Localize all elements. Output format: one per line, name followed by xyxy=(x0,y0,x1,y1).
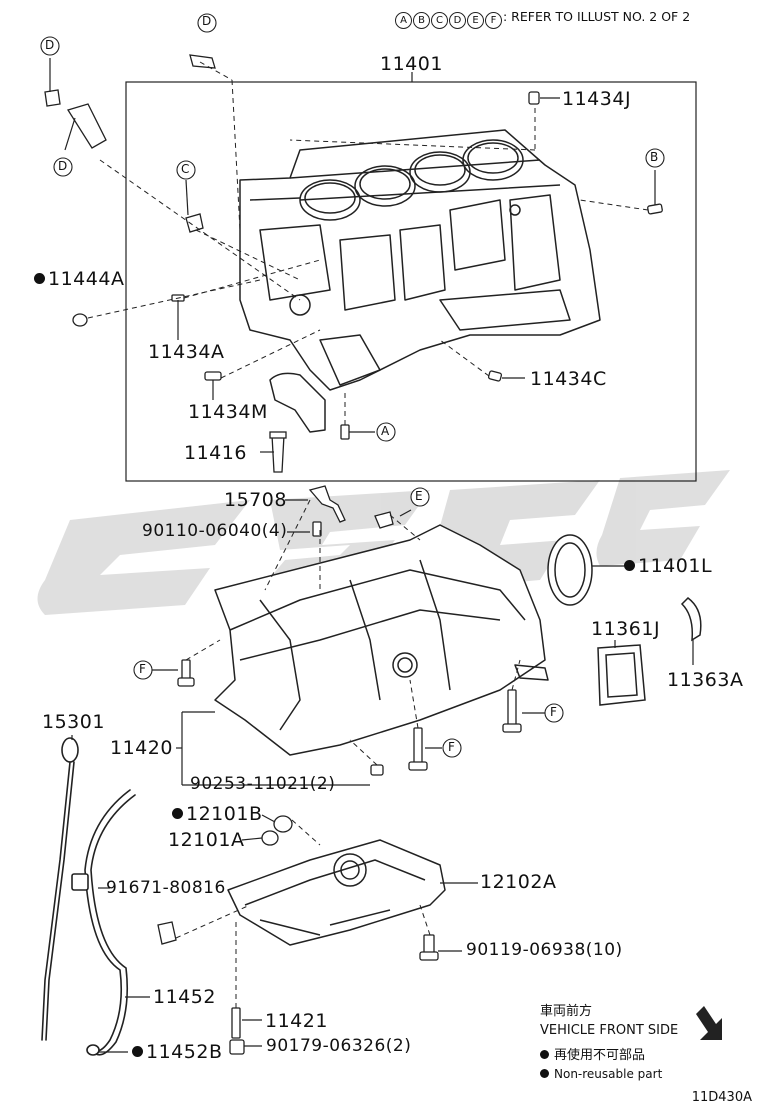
callout-a: A xyxy=(381,424,390,438)
label-12101a: 12101A xyxy=(168,829,245,851)
ref-circle-b: B xyxy=(413,12,430,29)
dipstick-drawing xyxy=(41,737,136,1056)
oil-pan-upper-drawing xyxy=(214,524,549,756)
label-11434a: 11434A xyxy=(148,341,225,363)
ref-circle-d: D xyxy=(449,12,466,29)
cylinder-block-drawing xyxy=(239,129,601,433)
label-90119-06938: 90119-06938(10) xyxy=(466,940,623,960)
label-91671-80816: 91671-80816 xyxy=(106,878,226,898)
ref-circle-c: C xyxy=(431,12,448,29)
ref-circle-f: F xyxy=(485,12,502,29)
label-11421: 11421 xyxy=(265,1010,328,1032)
ref-circle-e: E xyxy=(467,12,484,29)
label-11444a: 11444A xyxy=(34,270,124,289)
label-11401l: 11401L xyxy=(624,557,712,576)
label-12101b: 12101B xyxy=(172,805,262,824)
label-15708: 15708 xyxy=(224,489,287,511)
ref-circle-a: A xyxy=(395,12,412,29)
non-reusable-cn: 再使用不可部品 xyxy=(540,1049,645,1062)
callout-d-lower: D xyxy=(58,159,68,173)
label-90253-11021: 90253-11021(2) xyxy=(190,774,336,794)
label-12102a: 12102A xyxy=(480,871,557,893)
callout-c: C xyxy=(181,162,190,176)
cylinder-block-group-box xyxy=(125,81,697,482)
callout-f-mid: F xyxy=(448,740,456,754)
callout-f-right: F xyxy=(550,705,558,719)
non-reusable-en: Non-reusable part xyxy=(540,1068,662,1080)
label-15301: 15301 xyxy=(42,711,105,733)
label-11416: 11416 xyxy=(184,442,247,464)
lower-bolts xyxy=(157,485,522,1055)
label-90110-06040: 90110-06040(4) xyxy=(142,521,288,541)
upper-solid-leaders xyxy=(49,58,656,453)
vehicle-front-arrow-icon xyxy=(696,1006,722,1040)
illustration-code: 11D430A xyxy=(691,1090,752,1105)
label-11361j: 11361J xyxy=(591,618,661,640)
label-11434c: 11434C xyxy=(530,368,607,390)
callout-f-left: F xyxy=(139,662,147,676)
label-90179-06326: 90179-06326(2) xyxy=(266,1036,412,1056)
label-11452: 11452 xyxy=(153,986,216,1008)
callout-e: E xyxy=(415,489,424,503)
upper-leader-lines xyxy=(87,61,649,425)
vehicle-front-en: VEHICLE FRONT SIDE xyxy=(540,1023,679,1038)
label-11434j: 11434J xyxy=(562,88,632,110)
upper-small-parts xyxy=(44,54,663,473)
callout-circles xyxy=(40,13,665,758)
label-11434m: 11434M xyxy=(188,401,268,423)
reference-text: : REFER TO ILLUST NO. 2 OF 2 xyxy=(503,9,691,24)
lower-leader-lines xyxy=(175,499,521,1008)
label-11363a: 11363A xyxy=(667,669,744,691)
callout-b: B xyxy=(650,150,659,164)
oil-pan-lower-drawing xyxy=(227,839,446,946)
vehicle-front-cn: 車両前方 xyxy=(540,1004,593,1019)
callout-d-left: D xyxy=(45,38,55,52)
lower-solid-leaders xyxy=(71,499,694,1053)
label-11452b: 11452B xyxy=(132,1043,222,1062)
callout-d-top: D xyxy=(202,14,212,28)
label-11401: 11401 xyxy=(380,53,443,75)
lower-right-parts xyxy=(547,534,702,706)
label-11420: 11420 xyxy=(110,737,173,759)
